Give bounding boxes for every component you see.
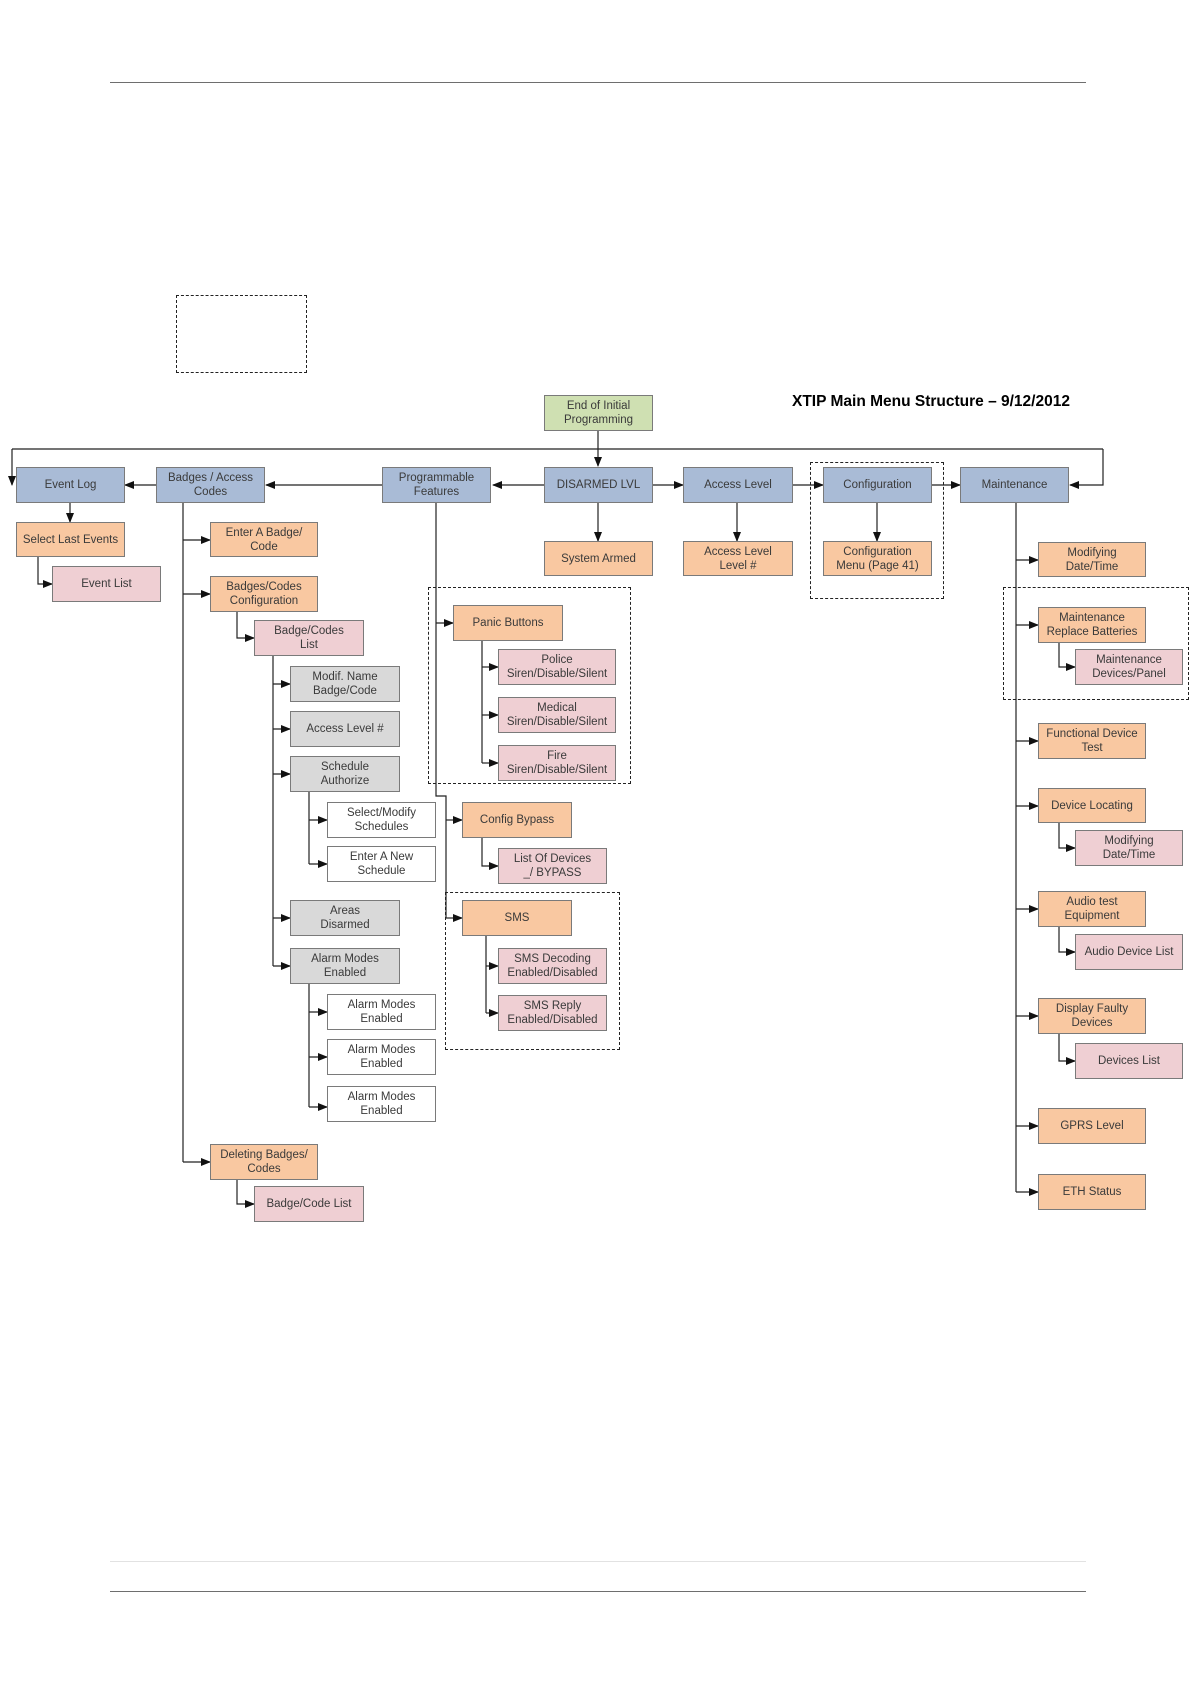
medical-siren-node: Medical Siren/Disable/Silent (498, 697, 616, 733)
access-level-node: Access Level (683, 467, 793, 503)
eth-status-node: ETH Status (1038, 1174, 1146, 1210)
diagram-title: XTIP Main Menu Structure – 9/12/2012 (792, 393, 1070, 410)
devices-list-node: Devices List (1075, 1043, 1183, 1079)
functional-device-test-node: Functional Device Test (1038, 723, 1146, 759)
maintenance-replace-group-frame (1003, 587, 1189, 700)
modifying-date-time-node: Modifying Date/Time (1038, 542, 1146, 577)
badge-codes-list-node: Badge/Codes List (254, 620, 364, 656)
maintenance-replace-batteries-node: Maintenance Replace Batteries (1038, 607, 1146, 643)
select-last-events-node: Select Last Events (16, 522, 125, 557)
schedule-authorize-node: Schedule Authorize (290, 756, 400, 792)
badges-codes-configuration-node: Badges/Codes Configuration (210, 576, 318, 612)
header-rule (110, 82, 1086, 83)
alarm-modes-enabled-option-2: Alarm Modes Enabled (327, 1039, 436, 1075)
alarm-modes-enabled-node: Alarm Modes Enabled (290, 948, 400, 984)
badge-code-list-node: Badge/Code List (254, 1186, 364, 1222)
config-bypass-node: Config Bypass (462, 802, 572, 838)
event-list-node: Event List (52, 566, 161, 602)
configuration-node: Configuration (823, 467, 932, 503)
sms-node: SMS (462, 900, 572, 936)
event-log-node: Event Log (16, 467, 125, 503)
modif-name-badge-code-node: Modif. Name Badge/Code (290, 666, 400, 702)
list-of-devices-bypass-node: List Of Devices _/ BYPASS (498, 848, 607, 884)
footer-rule-light (110, 1561, 1086, 1562)
gprs-level-node: GPRS Level (1038, 1108, 1146, 1144)
system-armed-node: System Armed (544, 541, 653, 576)
enter-new-schedule-node: Enter A New Schedule (327, 846, 436, 882)
programmable-features-node: Programmable Features (382, 467, 491, 503)
device-locating-node: Device Locating (1038, 788, 1146, 823)
footer-rule (110, 1591, 1086, 1592)
placeholder-frame (176, 295, 307, 373)
sms-decoding-node: SMS Decoding Enabled/Disabled (498, 948, 607, 984)
configuration-menu-node: Configuration Menu (Page 41) (823, 541, 932, 576)
enter-badge-code-node: Enter A Badge/ Code (210, 522, 318, 557)
sms-reply-node: SMS Reply Enabled/Disabled (498, 995, 607, 1031)
configuration-group-frame (810, 462, 944, 599)
police-siren-node: Police Siren/Disable/Silent (498, 649, 616, 685)
maintenance-devices-panel-node: Maintenance Devices/Panel (1075, 649, 1183, 685)
badges-access-codes-node: Badges / Access Codes (156, 467, 265, 503)
end-initial-programming-node: End of Initial Programming (544, 395, 653, 431)
disarmed-lvl-node: DISARMED LVL (544, 467, 653, 503)
modifying-date-time-2-node: Modifying Date/Time (1075, 830, 1183, 866)
access-level-level-node: Access Level Level # (683, 541, 793, 576)
audio-test-equipment-node: Audio test Equipment (1038, 891, 1146, 927)
alarm-modes-enabled-option-1: Alarm Modes Enabled (327, 994, 436, 1030)
areas-disarmed-node: Areas Disarmed (290, 900, 400, 936)
panic-group-frame (428, 587, 631, 784)
audio-device-list-node: Audio Device List (1075, 934, 1183, 970)
sms-group-frame (445, 892, 620, 1050)
maintenance-node: Maintenance (960, 467, 1069, 503)
fire-siren-node: Fire Siren/Disable/Silent (498, 745, 616, 781)
panic-buttons-node: Panic Buttons (453, 605, 563, 641)
display-faulty-devices-node: Display Faulty Devices (1038, 998, 1146, 1034)
select-modify-schedules-node: Select/Modify Schedules (327, 802, 436, 838)
alarm-modes-enabled-option-3: Alarm Modes Enabled (327, 1086, 436, 1122)
access-level-number-node: Access Level # (290, 711, 400, 747)
deleting-badges-codes-node: Deleting Badges/ Codes (210, 1144, 318, 1180)
